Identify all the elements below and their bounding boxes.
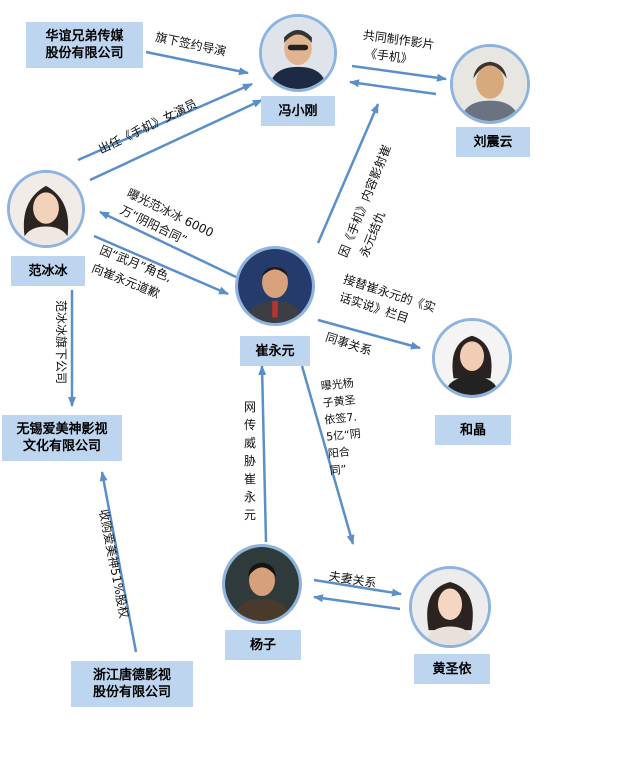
arrow-liu-feng [349,79,437,96]
arrow-fan-feng-2 [89,98,263,182]
node-liu: 刘震云 [456,127,530,157]
liu-avatar [450,44,530,124]
node-huang: 黄圣依 [414,654,490,684]
he-avatar [432,318,512,398]
feng-avatar [259,14,337,92]
arrow-yang-cui [258,365,268,543]
node-wuxi: 无锡爱美神影视 文化有限公司 [2,415,122,461]
node-yang: 杨子 [225,630,301,660]
arrow-huang-yang [313,594,401,611]
node-he: 和晶 [435,415,511,445]
arrow-cui-feng [316,103,380,244]
arrow-feng-liu [351,64,447,82]
node-huayi: 华谊兄弟传媒 股份有限公司 [26,22,143,68]
arrow-fan-cui [93,234,229,296]
arrow-cui-he [317,318,421,350]
arrow-cui-fan [99,210,237,279]
label-yang-cui: 网传威胁崔永元 [243,400,256,522]
yang-avatar [222,544,302,624]
huang-avatar [409,566,491,648]
node-feng: 冯小刚 [261,96,335,126]
fan-avatar [7,170,85,248]
arrow-tangde-wuxi [99,471,138,653]
arrow-cui-huang [300,365,355,545]
label-fan-wuxi: 范冰冰旗下公司 [54,300,68,385]
node-tangde: 浙江唐德影视 股份有限公司 [71,661,193,707]
node-cui: 崔永元 [240,336,310,366]
node-fan: 范冰冰 [11,256,85,286]
arrow-huayi-feng [145,50,249,76]
cui-avatar [235,246,315,326]
arrow-yang-huang [313,578,402,597]
arrow-fan-feng-1 [77,82,253,162]
